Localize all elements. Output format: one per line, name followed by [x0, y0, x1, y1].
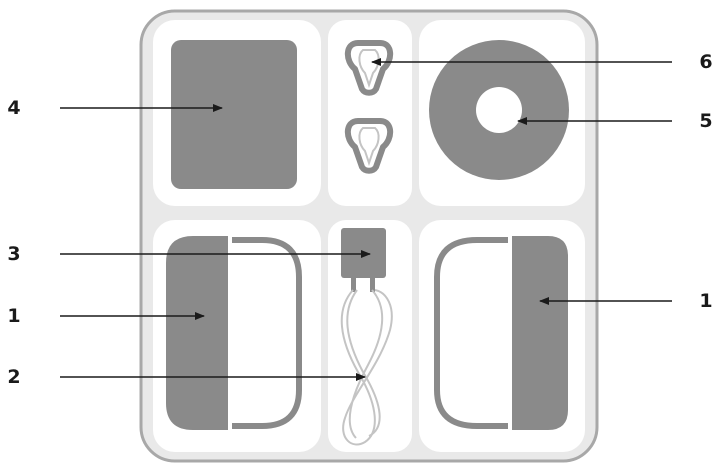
svg-text:1: 1	[7, 305, 20, 327]
svg-text:3: 3	[7, 243, 20, 265]
svg-text:1: 1	[699, 290, 712, 312]
disc-item	[429, 40, 569, 180]
svg-text:4: 4	[7, 97, 20, 119]
pad-item	[171, 40, 297, 189]
compartment-top-middle	[328, 20, 412, 206]
svg-text:2: 2	[7, 366, 20, 388]
svg-text:6: 6	[699, 51, 712, 73]
svg-text:5: 5	[699, 110, 712, 132]
